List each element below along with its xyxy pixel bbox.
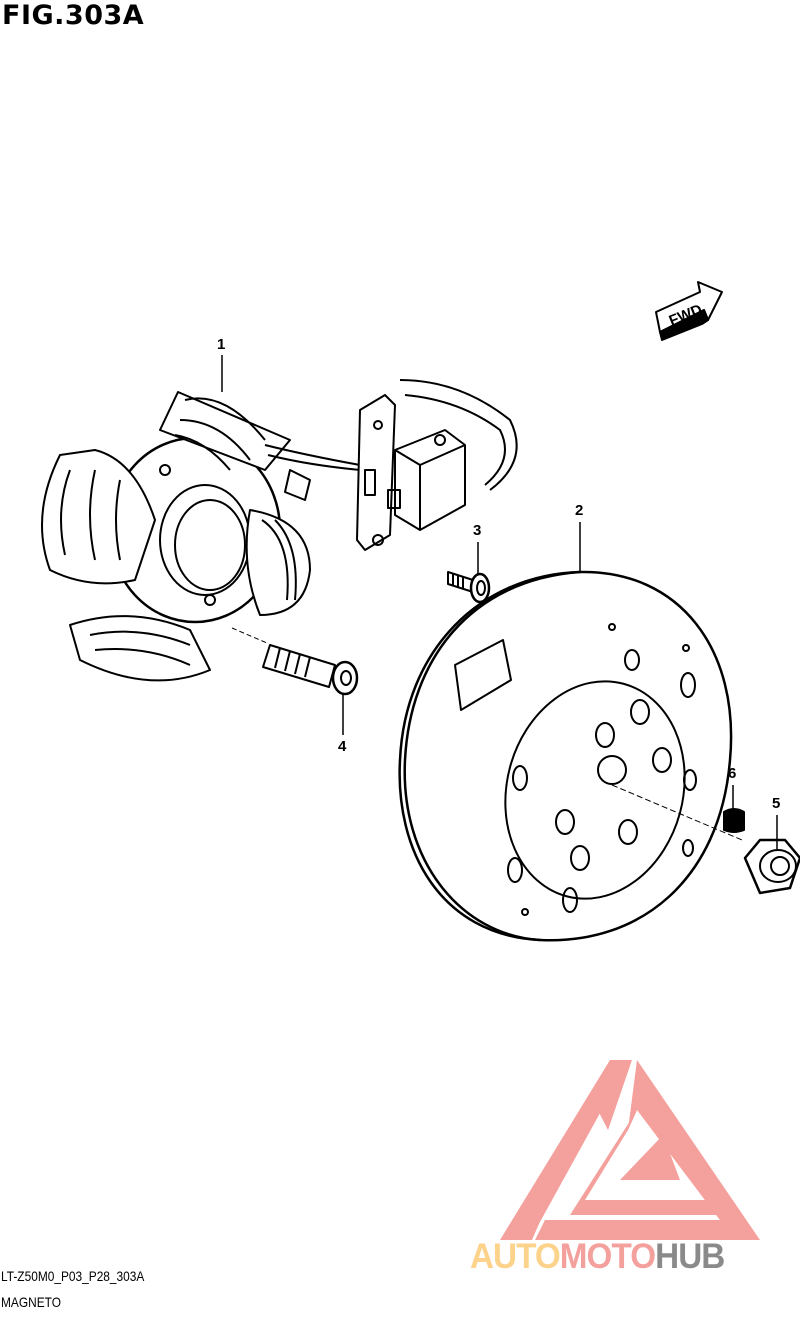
diagram-name: MAGNETO: [1, 1294, 61, 1310]
watermark-hub: HUB: [655, 1237, 725, 1276]
bolt-part: [231, 627, 359, 696]
callout-6: 6: [728, 765, 737, 782]
watermark-auto: AUTO: [470, 1237, 561, 1276]
callout-4: 4: [338, 738, 347, 755]
callout-5: 5: [772, 795, 781, 812]
leader-lines: [221, 355, 778, 850]
fwd-arrow-icon: FWD: [655, 281, 723, 341]
callout-3: 3: [473, 522, 482, 539]
key-part: [723, 808, 745, 833]
nut-part: [743, 838, 800, 895]
figure-title: FIG.303A: [2, 0, 145, 31]
diagram-code: LT-Z50M0_P03_P28_303A: [1, 1268, 145, 1284]
watermark-moto: MOTO: [559, 1237, 656, 1276]
rotor-holes: [507, 623, 697, 916]
callout-2: 2: [575, 502, 584, 519]
automotohub-watermark: AUTOMOTOHUB: [470, 1237, 725, 1277]
stator-part: [41, 391, 361, 682]
rotor-part: [398, 570, 743, 942]
screw-part: [447, 571, 491, 604]
automotohub-logo-mark: [500, 1060, 760, 1240]
callout-1: 1: [217, 336, 226, 353]
pickup-coil-part: [356, 379, 518, 551]
